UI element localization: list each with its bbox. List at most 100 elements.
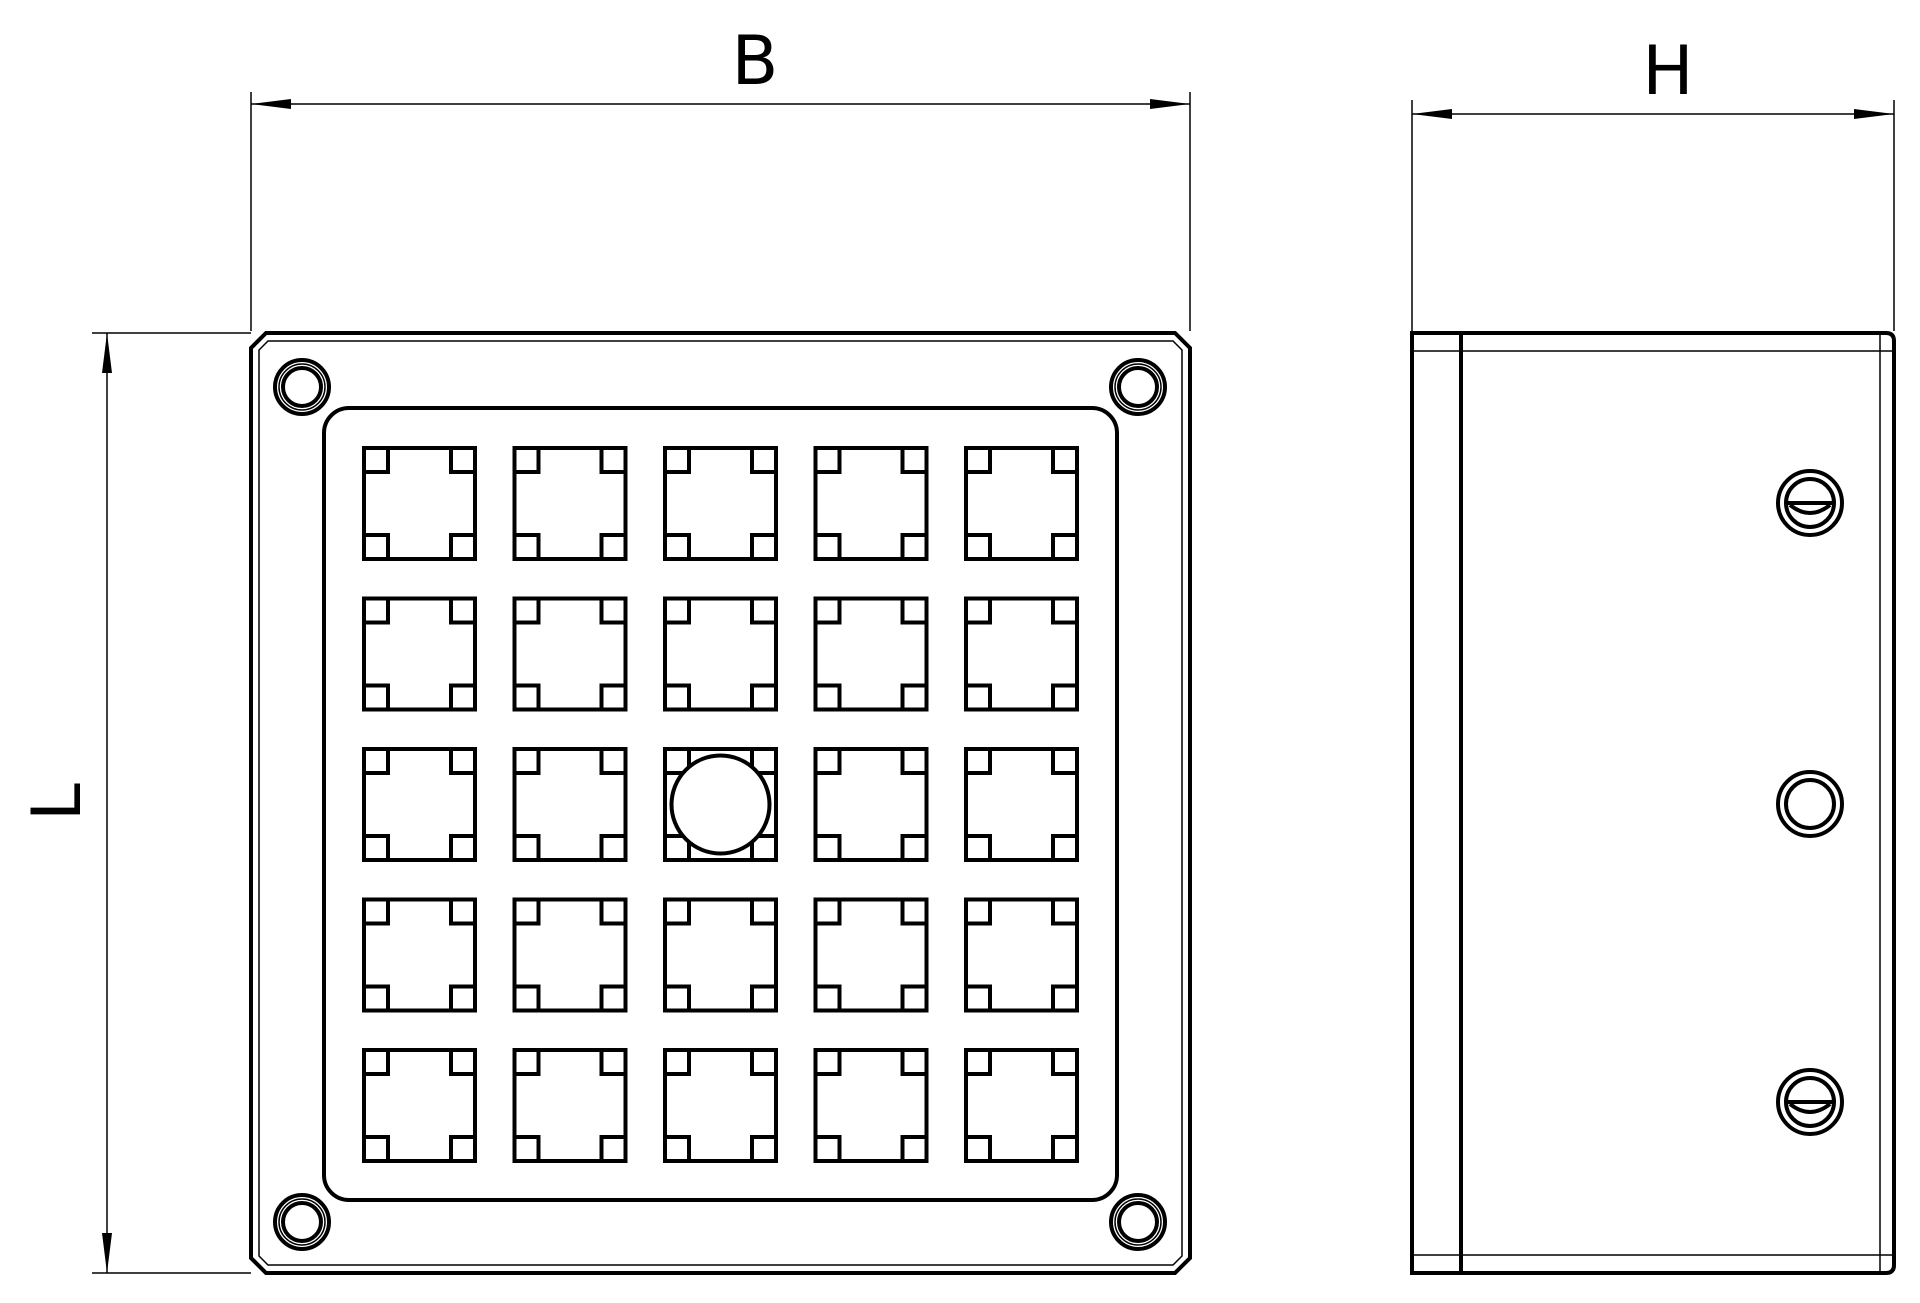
plate-outline [249, 331, 1192, 1275]
entry-corner [512, 596, 541, 625]
screw-outer-circle [1776, 770, 1844, 838]
entry-corner [599, 747, 628, 775]
cable-entry-square [964, 747, 1079, 862]
entry-corner [663, 897, 691, 926]
entry-outline [512, 747, 628, 862]
entry-corner [1051, 446, 1079, 474]
entry-outline [813, 1048, 929, 1163]
enclosure-side-outline [1410, 331, 1896, 1275]
entry-corner [900, 747, 929, 775]
entry-corner [750, 984, 778, 1013]
entry-corner [750, 683, 778, 712]
cable-entry-square [964, 596, 1079, 712]
cable-entry-square [813, 897, 929, 1013]
entry-corner [449, 747, 477, 775]
entry-corner [750, 1048, 778, 1076]
entry-corner [663, 1135, 691, 1163]
hole-outer-circle [1109, 1193, 1167, 1251]
cable-entry-square [512, 897, 628, 1013]
entry-corner [750, 1135, 778, 1163]
entry-corner [663, 683, 691, 712]
hole-inner-circle [281, 1201, 323, 1243]
entry-outline [964, 897, 1079, 1013]
cable-entry-square [813, 1048, 929, 1163]
hole-inner-circle [1117, 366, 1159, 408]
cable-entry-square [362, 1048, 477, 1163]
width-label: B [732, 22, 779, 101]
entry-corner [663, 1048, 691, 1076]
entry-corner [750, 897, 778, 926]
entry-outline [362, 1048, 477, 1163]
length-label: L [18, 783, 97, 821]
entry-corner [964, 984, 992, 1013]
entry-corner [1051, 1048, 1079, 1076]
entry-corner [599, 683, 628, 712]
entry-corner [362, 683, 390, 712]
hole-mid-circle [1114, 1198, 1162, 1246]
entry-corner [362, 897, 390, 926]
entry-corner [1051, 834, 1079, 862]
entry-corner [362, 596, 390, 625]
entry-corner [964, 1048, 992, 1076]
entry-outline [362, 897, 477, 1013]
entry-corner [813, 446, 842, 474]
cable-entry-square [964, 446, 1079, 561]
hole-outer-circle [273, 1193, 331, 1251]
cable-entry-square [512, 747, 628, 862]
entry-corner [1051, 533, 1079, 561]
entry-corner [964, 533, 992, 561]
cable-entry-square [362, 446, 477, 561]
entry-outline [663, 897, 778, 1013]
entry-corner [813, 533, 842, 561]
entry-corner [449, 984, 477, 1013]
entry-corner [813, 747, 842, 775]
cable-entry-square [362, 897, 477, 1013]
entry-corner [599, 897, 628, 926]
entry-corner [512, 984, 541, 1013]
entry-corner [599, 596, 628, 625]
entry-corner [362, 984, 390, 1013]
hole-outer-circle [273, 358, 331, 416]
entry-corner [362, 533, 390, 561]
entry-outline [964, 596, 1079, 712]
screw-head [1776, 469, 1844, 537]
height-label: H [1642, 32, 1693, 111]
screw-slot [1786, 501, 1834, 515]
entry-corner [900, 533, 929, 561]
entry-outline [512, 596, 628, 712]
entry-corner [512, 1048, 541, 1076]
screw-head [1776, 770, 1844, 838]
entry-outline [813, 897, 929, 1013]
entry-corner [964, 596, 992, 625]
entry-corner [900, 1048, 929, 1076]
entry-corner [900, 446, 929, 474]
screw-outer-circle [1776, 469, 1844, 537]
entry-corner [1051, 747, 1079, 775]
hole-inner-circle [1117, 1201, 1159, 1243]
dimension-l: L [18, 332, 251, 1274]
entry-corner [900, 984, 929, 1013]
entry-corner [900, 683, 929, 712]
entry-corner [750, 596, 778, 625]
entry-corner [362, 1135, 390, 1163]
entry-corner [900, 834, 929, 862]
mounting-hole [273, 1193, 331, 1251]
screw-outer-circle [1776, 1068, 1844, 1136]
entry-corner [449, 1135, 477, 1163]
entry-corner [1051, 1135, 1079, 1163]
entry-corner [362, 1048, 390, 1076]
entry-outline [813, 596, 929, 712]
entry-corner [663, 533, 691, 561]
hole-outer-circle [1109, 358, 1167, 416]
cable-entry-square [964, 897, 1079, 1013]
entry-corner [449, 596, 477, 625]
entry-corner [599, 1048, 628, 1076]
screw-head [1776, 1068, 1844, 1136]
cable-entry-square [362, 747, 477, 862]
entry-corner [599, 533, 628, 561]
entry-corner [964, 683, 992, 712]
entry-corner [512, 747, 541, 775]
cable-entry-square [512, 446, 628, 561]
cable-entry-square [663, 1048, 778, 1163]
entry-corner [750, 747, 778, 775]
